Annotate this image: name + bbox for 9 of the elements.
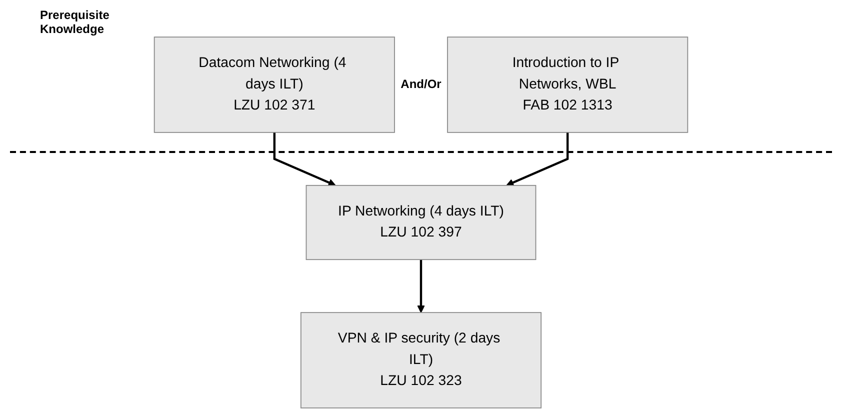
section-heading: Prerequisite Knowledge	[40, 8, 110, 36]
node-box	[447, 36, 688, 133]
arrow	[506, 132, 569, 186]
node-box	[300, 312, 542, 408]
arrow	[273, 132, 336, 186]
node-box	[306, 184, 536, 260]
arrow	[417, 260, 425, 313]
connector-note: And/Or	[400, 76, 442, 91]
node-box	[154, 36, 395, 133]
